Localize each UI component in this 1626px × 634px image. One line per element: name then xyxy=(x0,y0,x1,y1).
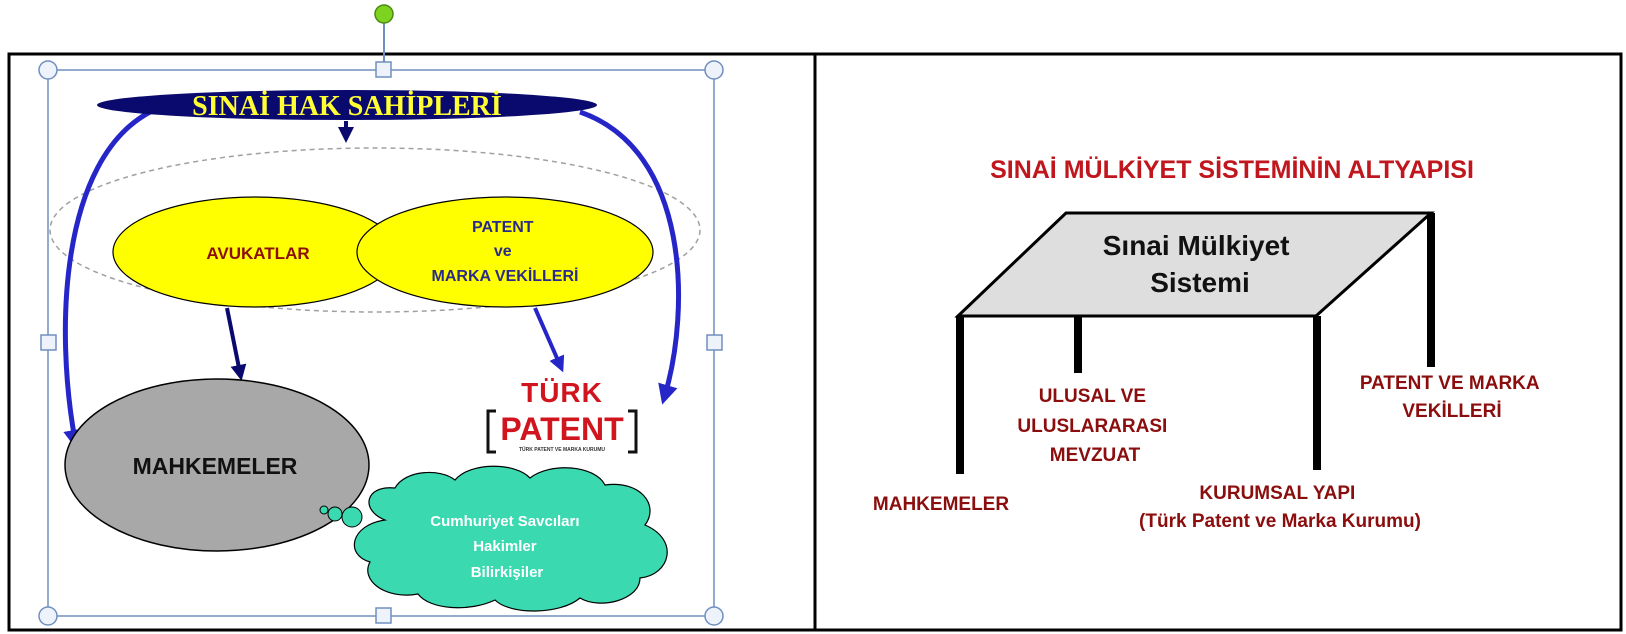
cloud-line: Cumhuriyet Savcıları xyxy=(430,513,579,530)
handle-bottom-left[interactable] xyxy=(38,606,58,626)
thought-bubble-large xyxy=(341,506,363,528)
mahkemeler-ellipse xyxy=(64,378,370,552)
cloud-text: Cumhuriyet Savcıları Hakimler Bilirkişil… xyxy=(430,513,583,581)
rotate-handle[interactable] xyxy=(374,4,394,24)
logo-sub-text: TÜRK PATENT VE MARKA KURUMU xyxy=(519,446,605,453)
handle-top-middle[interactable] xyxy=(375,61,392,78)
label-mevzuat-line: MEVZUAT xyxy=(1050,445,1141,466)
handle-bottom-middle[interactable] xyxy=(375,607,392,624)
vekiller-line: PATENT xyxy=(472,219,534,236)
leg-mahkemeler xyxy=(956,316,964,474)
vekiller-line: ve xyxy=(494,243,512,260)
logo-top-text: TÜRK xyxy=(521,377,603,408)
handle-top-right[interactable] xyxy=(704,60,724,80)
cloud-line: Bilirkişiler xyxy=(471,564,544,581)
label-kurumsal-line: (Türk Patent ve Marka Kurumu) xyxy=(1139,511,1421,532)
avukatlar-label: AVUKATLAR xyxy=(206,244,309,263)
left-title: SINAİ HAK SAHİPLERİ xyxy=(192,91,502,122)
vekiller-line: MARKA VEKİLLERİ xyxy=(432,267,579,285)
label-mevzuat-line: ULUSAL VE xyxy=(1039,386,1146,407)
logo-main-text: PATENT xyxy=(500,411,624,447)
table-top-line: Sistemi xyxy=(1150,267,1250,298)
handle-middle-left[interactable] xyxy=(40,334,57,351)
title-banner xyxy=(97,90,597,120)
label-kurumsal-line: KURUMSAL YAPI xyxy=(1199,483,1355,504)
table-top-text: Sınai Mülkiyet Sistemi xyxy=(1103,230,1298,298)
arrow-avukatlar-to-mahkemeler xyxy=(225,307,247,381)
cloud-line: Hakimler xyxy=(473,538,537,555)
leg-mevzuat xyxy=(1074,316,1082,373)
label-mevzuat: ULUSAL VE ULUSLARARASI MEVZUAT xyxy=(1017,386,1172,466)
arrow-to-mahkemeler xyxy=(62,109,152,450)
vekiller-label: PATENT ve MARKA VEKİLLERİ xyxy=(432,219,579,285)
table-top-line: Sınai Mülkiyet xyxy=(1103,230,1290,261)
group-dashed-ellipse xyxy=(49,147,701,313)
label-vekiller-line: VEKİLLERİ xyxy=(1402,401,1501,422)
arrow-to-turk-patent xyxy=(579,109,681,405)
leg-vekiller xyxy=(1427,213,1435,367)
thought-bubble-medium xyxy=(327,506,343,522)
vekiller-ellipse xyxy=(356,196,654,308)
right-title: SINAİ MÜLKİYET SİSTEMİNİN ALTYAPISI xyxy=(990,155,1474,184)
label-mevzuat-line: ULUSLARARASI xyxy=(1017,416,1167,437)
logo-bracket-right xyxy=(628,409,638,454)
handle-top-left[interactable] xyxy=(38,60,58,80)
table-top xyxy=(954,211,1435,318)
cloud-shape xyxy=(353,465,668,612)
label-vekiller-line: PATENT VE MARKA xyxy=(1360,373,1540,394)
logo-bracket-left xyxy=(486,409,496,454)
leg-kurumsal xyxy=(1313,316,1321,470)
selection-box[interactable] xyxy=(38,4,724,626)
handle-middle-right[interactable] xyxy=(706,334,723,351)
turk-patent-logo: TÜRK PATENT TÜRK PATENT VE MARKA KURUMU xyxy=(486,377,638,454)
handle-bottom-right[interactable] xyxy=(704,606,724,626)
label-mahkemeler: MAHKEMELER xyxy=(873,494,1009,515)
mahkemeler-label: MAHKEMELER xyxy=(133,453,298,479)
label-kurumsal: KURUMSAL YAPI (Türk Patent ve Marka Kuru… xyxy=(1139,483,1421,532)
arrow-vekiller-to-turk-patent xyxy=(533,307,565,373)
label-vekiller: PATENT VE MARKA VEKİLLERİ xyxy=(1360,373,1544,422)
thought-bubble-small xyxy=(319,505,329,515)
